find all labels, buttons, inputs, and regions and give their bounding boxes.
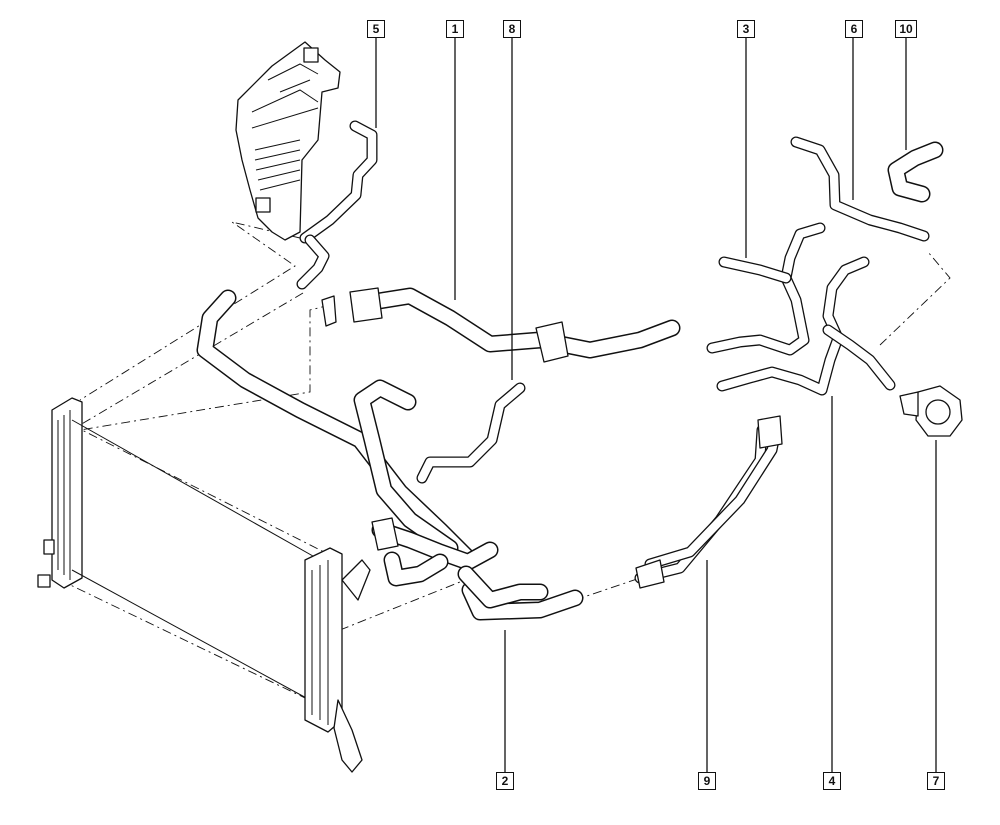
callout-5: 5: [367, 20, 385, 38]
hose-2: [371, 517, 584, 621]
expansion-tank: [235, 41, 341, 241]
callout-10: 10: [895, 20, 917, 38]
hose-4: [716, 256, 896, 396]
callout-1: 1: [446, 20, 464, 38]
callout-8: 8: [503, 20, 521, 38]
callout-4: 4: [823, 772, 841, 790]
hose-10: [887, 141, 944, 203]
hose-6: [790, 136, 930, 242]
callout-3: 3: [737, 20, 755, 38]
assembly-guide-lines: [59, 221, 951, 711]
hose-1: [321, 287, 681, 363]
hose-8: [196, 289, 526, 569]
callout-7: 7: [927, 772, 945, 790]
hose-9: [634, 415, 783, 589]
hose-5: [296, 120, 378, 290]
radiator: [37, 397, 371, 773]
callout-2: 2: [496, 772, 514, 790]
callout-9: 9: [698, 772, 716, 790]
water-pump-7: [899, 385, 963, 437]
callout-6: 6: [845, 20, 863, 38]
hose-3: [706, 222, 826, 356]
leader-lines: [375, 37, 937, 772]
